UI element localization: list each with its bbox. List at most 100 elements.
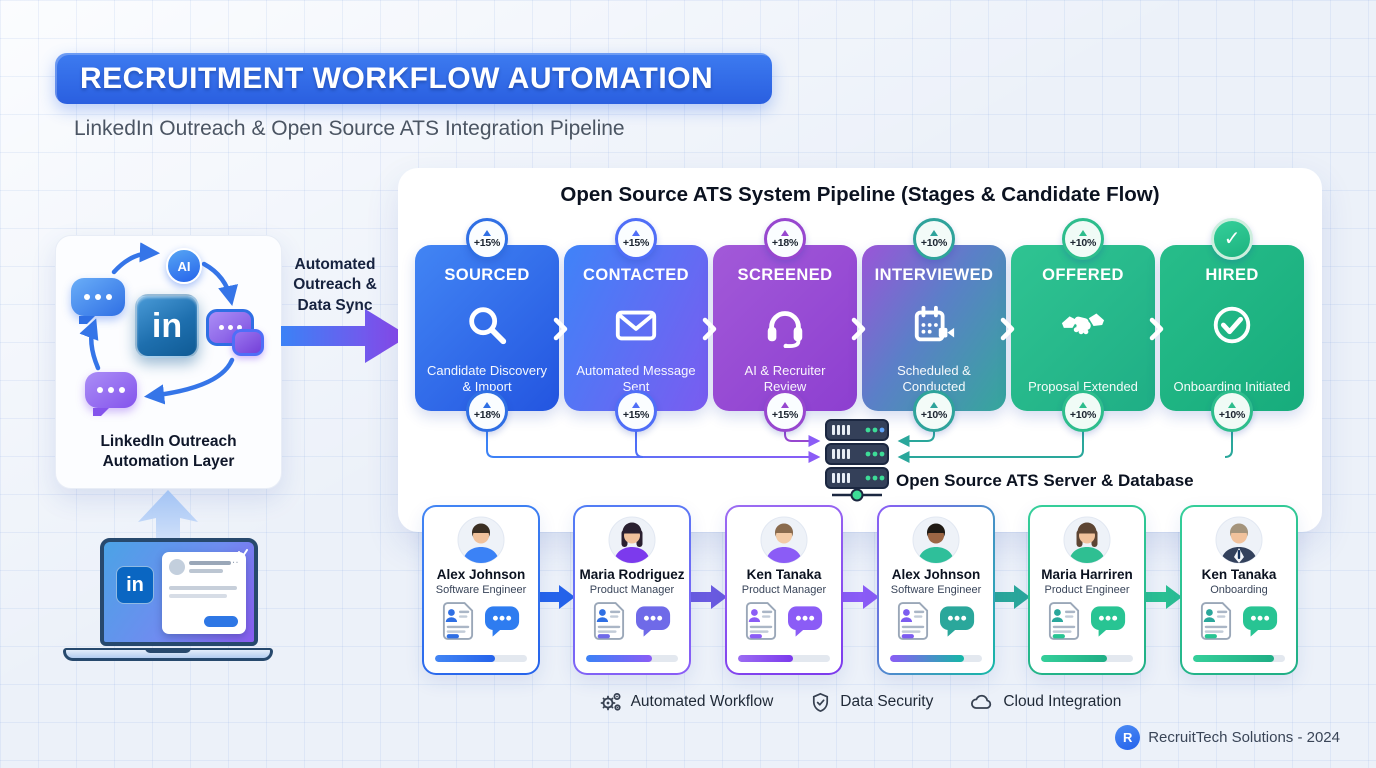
progress-bar bbox=[1041, 655, 1133, 662]
chat-bubble-icon bbox=[85, 372, 137, 416]
stage-card-offered: OFFERED Proposal Extended bbox=[1011, 245, 1155, 411]
avatar bbox=[912, 516, 960, 564]
chat-icon bbox=[1090, 605, 1125, 637]
progress-bar bbox=[586, 655, 678, 662]
chat-icon bbox=[635, 605, 670, 637]
candidate-card: Ken Tanaka Product Manager bbox=[725, 505, 843, 675]
gain-badge: +10% bbox=[1211, 390, 1253, 432]
server-label: Open Source ATS Server & Database bbox=[896, 471, 1194, 490]
resume-icon bbox=[442, 602, 473, 640]
linkedin-logo-icon: in bbox=[116, 566, 154, 604]
handshake-icon bbox=[1061, 313, 1105, 335]
search-icon bbox=[469, 307, 507, 345]
resume-icon bbox=[1200, 602, 1231, 640]
legend: Automated Workflow Data Security Cloud I… bbox=[398, 690, 1322, 714]
chevron-right-icon bbox=[851, 317, 866, 341]
avatar bbox=[1215, 516, 1263, 564]
stage-card-hired: HIRED Onboarding Initiated bbox=[1160, 245, 1304, 411]
page-subtitle: LinkedIn Outreach & Open Source ATS Inte… bbox=[74, 117, 625, 140]
linkedin-module-label: LinkedIn Outreach Automation Layer bbox=[100, 433, 237, 471]
pipeline-title: Open Source ATS System Pipeline (Stages … bbox=[560, 183, 1160, 206]
cta-button-illustration bbox=[204, 616, 238, 627]
progress-bar bbox=[890, 655, 982, 662]
shield-check-icon bbox=[813, 692, 829, 712]
gain-badge: +18% bbox=[764, 218, 806, 260]
gain-badge: +15% bbox=[615, 218, 657, 260]
flow-arrow-icon bbox=[537, 585, 575, 609]
chat-icon bbox=[1242, 605, 1277, 637]
avatar bbox=[608, 516, 656, 564]
gears-icon bbox=[600, 693, 621, 711]
chat-icon bbox=[484, 605, 519, 637]
flow-arrow-icon bbox=[992, 585, 1030, 609]
flow-arrow-icon bbox=[841, 585, 879, 609]
footer-brand: R RecruitTech Solutions - 2024 bbox=[1115, 725, 1340, 750]
candidate-card: Maria Rodriguez Product Manager bbox=[573, 505, 691, 675]
legend-item-data-security: Data Security bbox=[809, 691, 933, 714]
progress-bar bbox=[435, 655, 527, 662]
gain-badge: +15% bbox=[466, 218, 508, 260]
cloud-icon bbox=[971, 694, 992, 709]
calendar-video-icon bbox=[914, 305, 955, 342]
candidate-card: Maria Harriren Product Engineer bbox=[1028, 505, 1146, 675]
resume-icon bbox=[745, 602, 776, 640]
stage-card-contacted: CONTACTED Automated Message Sent bbox=[564, 245, 708, 411]
linkedin-automation-box: AI in LinkedIn Outreach Automation Layer bbox=[55, 235, 282, 489]
candidate-card: Alex Johnson Software Engineer bbox=[877, 505, 995, 675]
stage-card-interviewed: INTERVIEWED Scheduled & Conducted bbox=[862, 245, 1006, 411]
resume-icon bbox=[1048, 602, 1079, 640]
avatar bbox=[1063, 516, 1111, 564]
ats-pipeline-panel: Open Source ATS System Pipeline (Stages … bbox=[398, 168, 1322, 532]
flow-arrow-icon bbox=[689, 585, 727, 609]
progress-bar bbox=[1193, 655, 1285, 662]
title-banner: RECRUITMENT WORKFLOW AUTOMATION bbox=[55, 53, 772, 104]
avatar bbox=[457, 516, 505, 564]
progress-bar bbox=[738, 655, 830, 662]
double-chat-bubble-icon bbox=[206, 309, 264, 357]
flow-arrow-icon bbox=[1144, 585, 1182, 609]
envelope-icon bbox=[615, 310, 657, 341]
gain-badge: +18% bbox=[466, 390, 508, 432]
headset-icon bbox=[767, 311, 803, 348]
avatar bbox=[169, 559, 185, 575]
chevron-right-icon bbox=[553, 317, 568, 341]
page-title: RECRUITMENT WORKFLOW AUTOMATION bbox=[80, 61, 714, 95]
chevron-right-icon bbox=[702, 317, 717, 341]
chat-bubble-icon bbox=[71, 278, 125, 324]
profile-card-illustration: … bbox=[162, 552, 246, 634]
cycle-arrows-icon bbox=[79, 242, 239, 405]
sparkle-icon bbox=[234, 549, 248, 559]
sync-arrow-icon bbox=[281, 309, 409, 363]
laptop-screen: in … bbox=[100, 538, 258, 646]
candidate-card: Ken Tanaka Onboarding bbox=[1180, 505, 1298, 675]
chat-icon bbox=[787, 605, 822, 637]
check-circle-icon bbox=[1213, 306, 1251, 344]
stage-card-sourced: SOURCED Candidate Discovery & Import bbox=[415, 245, 559, 411]
resume-icon bbox=[593, 602, 624, 640]
more-dots-icon: … bbox=[228, 554, 240, 566]
ai-badge-icon: AI bbox=[166, 248, 202, 284]
chat-icon bbox=[939, 605, 974, 637]
avatar bbox=[760, 516, 808, 564]
sync-arrow-label: Automated Outreach & Data Sync bbox=[293, 256, 377, 314]
check-badge: ✓ bbox=[1211, 218, 1253, 260]
gain-badge: +10% bbox=[913, 218, 955, 260]
chevron-right-icon bbox=[1149, 317, 1164, 341]
server-database-icon bbox=[825, 419, 889, 502]
resume-icon bbox=[897, 602, 928, 640]
gain-badge: +10% bbox=[1062, 390, 1104, 432]
linkedin-logo-icon: in bbox=[135, 294, 199, 358]
gain-badge: +15% bbox=[764, 390, 806, 432]
candidate-card: Alex Johnson Software Engineer bbox=[422, 505, 540, 675]
legend-item-automated-workflow: Automated Workflow bbox=[599, 690, 773, 714]
stage-card-screened: SCREENED AI & Recruiter Review bbox=[713, 245, 857, 411]
legend-item-cloud-integration: Cloud Integration bbox=[969, 691, 1121, 713]
connector-lines bbox=[486, 430, 1233, 463]
gain-badge: +15% bbox=[615, 390, 657, 432]
laptop-base bbox=[63, 648, 273, 661]
chevron-right-icon bbox=[1000, 317, 1015, 341]
recruittech-logo-icon: R bbox=[1115, 725, 1141, 750]
gain-badge: +10% bbox=[1062, 218, 1104, 260]
upward-arrow-icon bbox=[138, 490, 198, 542]
